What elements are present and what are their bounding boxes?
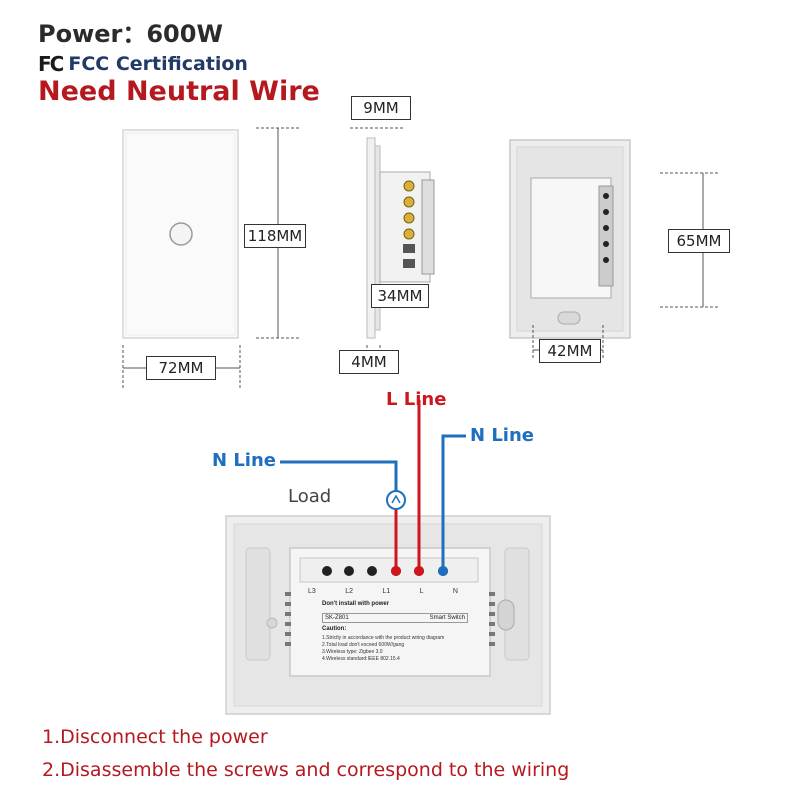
front-height-label: 118MM bbox=[244, 224, 306, 248]
terminal-l1: L1 bbox=[382, 588, 391, 595]
terminal-n: N bbox=[452, 588, 458, 595]
module-id-row: SK-Z801 Smart Switch bbox=[322, 613, 468, 623]
caution-title: Caution: bbox=[322, 626, 347, 632]
caution-line: 4.Wireless standard:IEEE 802.15.4 bbox=[322, 656, 400, 662]
terminal-l2: L2 bbox=[345, 588, 353, 595]
fcc-certification: FC FCC Certification bbox=[38, 52, 248, 76]
terminal-labels: L3 L2 L1 L N bbox=[308, 588, 458, 595]
side-view bbox=[366, 137, 435, 339]
front-panel bbox=[122, 129, 239, 339]
l-line-label: L Line bbox=[386, 389, 447, 410]
back-view bbox=[509, 139, 631, 339]
switch-module bbox=[285, 547, 495, 677]
back-height-label: 65MM bbox=[668, 229, 730, 253]
side-depth-label: 34MM bbox=[371, 284, 429, 308]
product-views bbox=[122, 127, 720, 388]
step-2: 2.Disassemble the screws and correspond … bbox=[42, 759, 570, 781]
touch-button-icon bbox=[169, 222, 193, 246]
wires bbox=[280, 400, 466, 571]
side-dimension-lines bbox=[350, 127, 405, 362]
step-1: 1.Disconnect the power bbox=[42, 726, 268, 748]
caution-list: 1.Strictly in accordance with the produc… bbox=[322, 635, 444, 663]
n-line-left-wire bbox=[280, 460, 398, 492]
front-width-label: 72MM bbox=[146, 356, 216, 380]
n-line-right-wire bbox=[441, 434, 466, 571]
module-model: SK-Z801 bbox=[325, 615, 349, 621]
fcc-text: FCC Certification bbox=[68, 53, 248, 75]
caution-line: 3.Wireless type: Zigbee 3.0 bbox=[322, 649, 383, 655]
load-label: Load bbox=[288, 486, 332, 507]
power-rating: Power：600W bbox=[38, 20, 223, 48]
module-type: Smart Switch bbox=[429, 615, 465, 621]
caution-line: 1.Strictly in accordance with the produc… bbox=[322, 635, 445, 641]
n-line-left-label: N Line bbox=[212, 450, 276, 471]
terminal-l3: L3 bbox=[308, 588, 316, 595]
module-warning: Don't install with power bbox=[322, 601, 390, 607]
fcc-logo-icon: FC bbox=[38, 52, 64, 76]
lightbulb-icon bbox=[386, 490, 406, 510]
need-neutral-wire-title: Need Neutral Wire bbox=[38, 76, 320, 107]
n-line-right-label: N Line bbox=[470, 425, 534, 446]
caution-line: 2.Total load don't exceed 600W/gang bbox=[322, 642, 405, 648]
back-width-label: 42MM bbox=[539, 339, 601, 363]
terminal-l: L bbox=[419, 588, 424, 595]
wiring-diagram bbox=[225, 400, 551, 715]
side-top-label: 9MM bbox=[351, 96, 411, 120]
side-bottom-label: 4MM bbox=[339, 350, 399, 374]
